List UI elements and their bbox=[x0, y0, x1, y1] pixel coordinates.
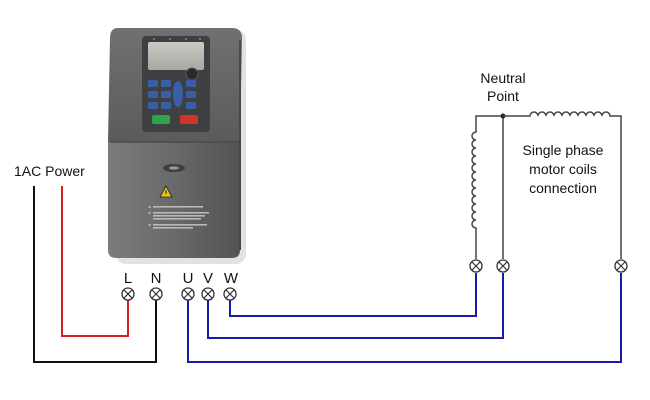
terminal-label-v: V bbox=[203, 270, 213, 287]
neutral-label-line2: Point bbox=[487, 88, 519, 104]
wire-u bbox=[187, 273, 622, 363]
wire-v bbox=[207, 273, 504, 339]
screw-terminal-icon bbox=[469, 259, 483, 273]
wire-w bbox=[229, 273, 477, 317]
terminal-block bbox=[121, 259, 628, 301]
stop-key bbox=[180, 115, 198, 124]
terminal-label-w: W bbox=[224, 270, 239, 287]
power-neutral-wire bbox=[33, 186, 157, 363]
screw-terminal-icon bbox=[496, 259, 510, 273]
warning-triangle-icon bbox=[159, 185, 173, 198]
inverter-lower-cover bbox=[108, 140, 240, 258]
wires bbox=[33, 186, 622, 363]
coils-label-line2: motor coils bbox=[529, 161, 597, 177]
coil-2 bbox=[503, 111, 622, 259]
coils-label-line3: connection bbox=[529, 180, 597, 196]
screw-terminal-icon bbox=[614, 259, 628, 273]
neutral-label-line1: Neutral bbox=[480, 70, 525, 86]
coils-label-line1: Single phase bbox=[523, 142, 604, 158]
screw-terminal-icon bbox=[121, 287, 135, 301]
screw-terminal-icon bbox=[223, 287, 237, 301]
screw-terminal-icon bbox=[201, 287, 215, 301]
keypad-keys bbox=[148, 80, 196, 109]
warning-fine-print bbox=[148, 206, 209, 229]
lcd-display bbox=[148, 42, 204, 70]
coil-1 bbox=[471, 115, 503, 259]
power-live-wire bbox=[61, 186, 129, 337]
screw-terminal-icon bbox=[149, 287, 163, 301]
terminal-label-n: N bbox=[151, 270, 162, 287]
potentiometer-knob bbox=[185, 67, 199, 81]
motor-coils bbox=[471, 111, 622, 259]
run-key bbox=[152, 115, 170, 124]
inverter-drive bbox=[108, 28, 246, 264]
screw-terminal-icon bbox=[181, 287, 195, 301]
terminal-label-l: L bbox=[124, 270, 132, 287]
power-label: 1AC Power bbox=[14, 163, 85, 179]
terminal-label-u: U bbox=[183, 270, 194, 287]
